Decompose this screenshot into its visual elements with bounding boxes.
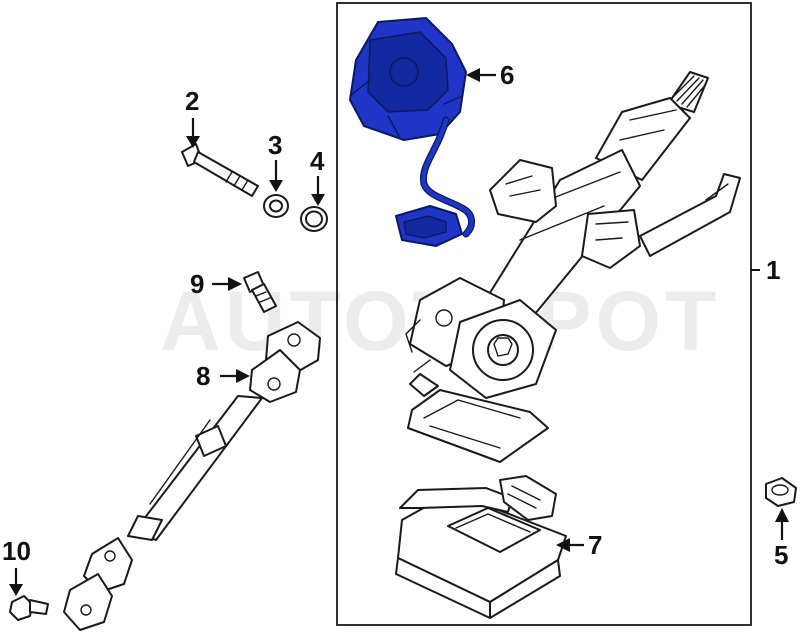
bolt-2[interactable] — [181, 143, 259, 197]
callout-3: 3 — [268, 130, 282, 160]
callout-8: 8 — [196, 361, 210, 391]
callout-5: 5 — [774, 540, 788, 570]
steering-column-assembly[interactable] — [405, 71, 741, 463]
o-ring-4[interactable] — [300, 206, 328, 232]
callout-7: 7 — [588, 530, 602, 560]
callout-6: 6 — [500, 60, 514, 90]
intermediate-shaft[interactable] — [63, 321, 321, 631]
callout-arrows — [9, 68, 789, 596]
callout-2: 2 — [185, 86, 199, 116]
bolt-9[interactable] — [243, 271, 277, 313]
sensor-with-harness[interactable] — [349, 17, 475, 247]
assembly-frame — [336, 2, 752, 626]
callout-9: 9 — [190, 269, 204, 299]
washer-3[interactable] — [263, 194, 289, 218]
callout-4: 4 — [310, 146, 325, 176]
callout-1: 1 — [766, 255, 780, 285]
nut-5[interactable] — [765, 477, 797, 507]
callout-10: 10 — [2, 536, 31, 566]
control-module[interactable] — [395, 475, 567, 619]
bolt-10[interactable] — [9, 595, 49, 621]
